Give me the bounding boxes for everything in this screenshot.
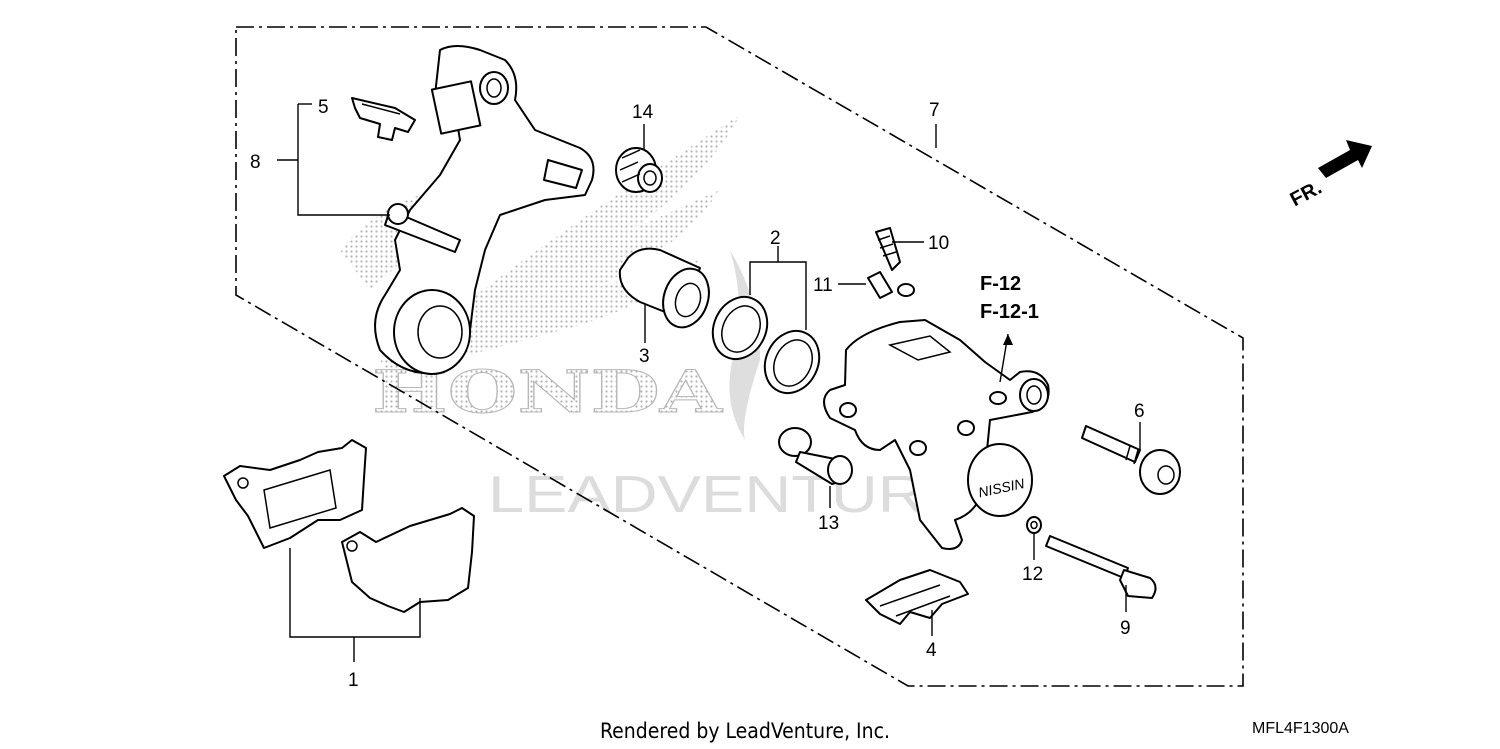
reference-label-f12: F-12 <box>980 273 1021 295</box>
callout-13: 13 <box>818 513 839 534</box>
pad-pin <box>1081 425 1181 495</box>
reference-label-f12-1: F-12-1 <box>980 301 1039 323</box>
washer <box>1026 516 1042 534</box>
piston <box>618 247 710 329</box>
callout-6: 6 <box>1134 401 1145 422</box>
leadventure-watermark-text: LEADVENTURE <box>488 466 968 524</box>
callout-8: 8 <box>250 152 261 173</box>
retainer-clip <box>351 97 416 141</box>
leader-lines <box>277 103 1141 662</box>
callout-9: 9 <box>1120 618 1131 639</box>
rendered-by-footer: Rendered by LeadVenture, Inc. <box>600 719 890 743</box>
pad-spring <box>865 569 969 625</box>
piston-seals <box>711 295 821 395</box>
callout-1: 1 <box>348 670 359 691</box>
caliper-body: NISSIN <box>823 319 1050 550</box>
honda-watermark-text: HONDA <box>372 358 723 426</box>
callout-2: 2 <box>770 228 781 249</box>
front-direction-arrow: FR. <box>1287 140 1372 211</box>
callout-14: 14 <box>632 102 654 123</box>
bleeder-cap <box>867 271 915 299</box>
pin-bolt <box>778 427 853 485</box>
callout-7: 7 <box>929 100 940 121</box>
callout-11: 11 <box>813 275 833 296</box>
honda-wing-watermark: HONDA <box>340 115 760 440</box>
callout-5: 5 <box>318 97 329 118</box>
callout-3: 3 <box>639 346 650 367</box>
callout-10: 10 <box>928 233 949 254</box>
caliper-bracket <box>374 45 595 375</box>
dust-boot <box>615 147 663 193</box>
callout-4: 4 <box>926 640 937 661</box>
brake-pads <box>223 439 475 613</box>
front-direction-label: FR. <box>1287 177 1326 212</box>
assembly-boundary <box>235 26 1244 687</box>
callout-12: 12 <box>1022 564 1043 585</box>
bleeder-screw <box>875 227 901 271</box>
mounting-bolt <box>1045 535 1157 599</box>
diagram-code: MFL4F1300A <box>1252 720 1349 737</box>
